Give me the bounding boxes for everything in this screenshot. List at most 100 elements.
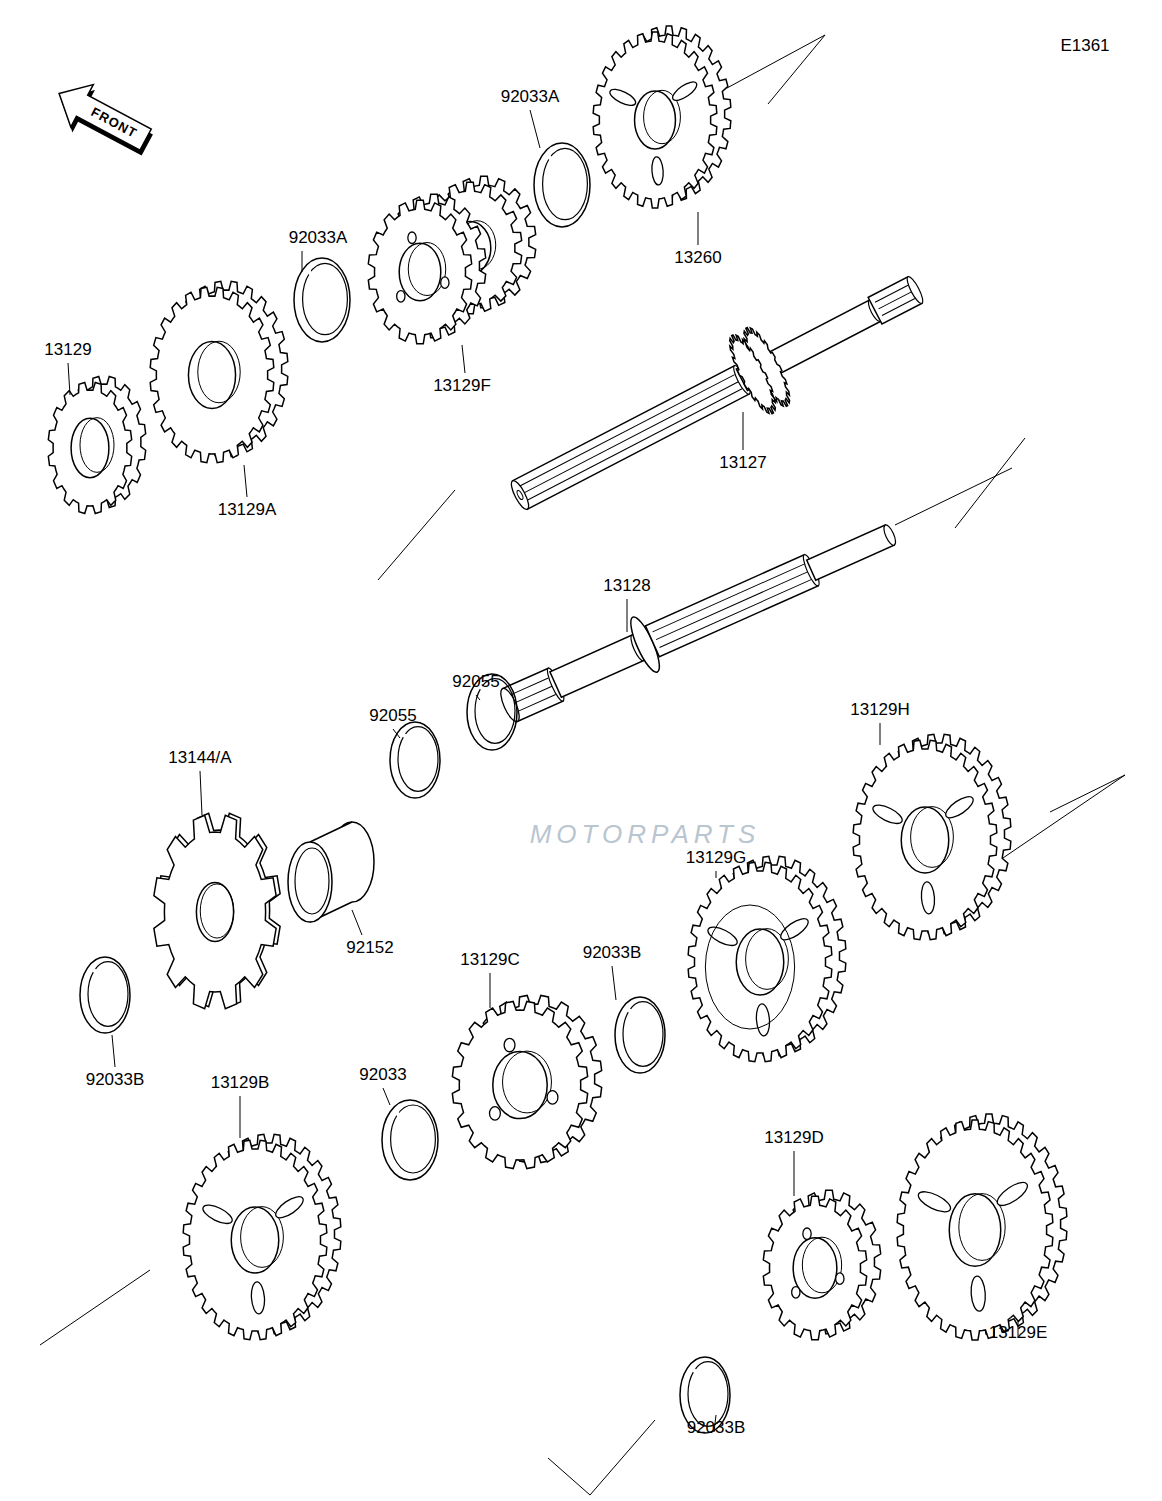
gear-slot (870, 801, 904, 827)
shaft-spline (520, 375, 735, 486)
gear-bore-inner (200, 884, 233, 938)
ring-gap (547, 155, 553, 160)
gear-slot (705, 923, 739, 949)
gear-bore (736, 929, 784, 995)
leader-line (627, 599, 628, 632)
leader-line (462, 345, 465, 373)
shaft-center-hole (516, 490, 524, 501)
shaft-spline (527, 389, 742, 500)
gear-bore (901, 807, 949, 873)
gear-slot (755, 1003, 770, 1036)
bushing-front (288, 842, 332, 922)
gear-face (452, 1001, 587, 1168)
gear-dog (489, 1107, 500, 1120)
gear-face (154, 815, 276, 1008)
part-number: 92033 (359, 1066, 406, 1085)
gear-bore (71, 418, 109, 477)
part-number: 13127 (719, 454, 766, 473)
gear-bore (231, 1207, 279, 1273)
sprocket-13144 (154, 813, 280, 1008)
shaft-end (497, 686, 523, 724)
part-number: 13129A (218, 501, 277, 520)
leader-line (743, 412, 744, 450)
circlip (615, 997, 665, 1073)
gear-bore (196, 883, 233, 942)
circlip (382, 1100, 438, 1180)
part-number: 92033B (687, 1419, 746, 1438)
shaft-section (807, 525, 894, 580)
ring-outer (534, 143, 590, 227)
part-number: 92033B (583, 944, 642, 963)
shaft-section (645, 555, 818, 657)
shaft-spline (882, 299, 915, 316)
o-ring (390, 722, 440, 798)
circlip (80, 957, 130, 1033)
part-number: 92033B (86, 1071, 145, 1090)
gear-dog (792, 1287, 800, 1299)
leader-line (393, 729, 400, 738)
part-number: 13260 (674, 249, 721, 268)
ring-gap (395, 1111, 401, 1116)
shaft-end (905, 275, 926, 305)
gear-13129A (150, 281, 288, 462)
axis-line (1050, 775, 1125, 812)
leader-line (383, 1088, 390, 1105)
ring-gap (626, 1008, 631, 1013)
part-number: 13129E (989, 1324, 1048, 1343)
gear-bore (399, 243, 441, 301)
shaft-spline (879, 292, 912, 309)
axis-line (40, 1270, 150, 1345)
ring-inner (391, 1105, 436, 1173)
ring-inner (623, 1002, 663, 1067)
shaft-gear (722, 330, 784, 419)
shaft-spline (660, 580, 812, 648)
leader-line (612, 966, 616, 1000)
gear-13129H (853, 734, 1011, 939)
leader-line (698, 212, 699, 245)
gear-13129E (897, 1114, 1067, 1340)
gear-face (688, 862, 832, 1061)
ring-inner (398, 727, 438, 792)
leader-line (68, 363, 70, 395)
gear-face (368, 200, 471, 344)
gear-slot (920, 881, 935, 914)
part-number: 13129B (211, 1074, 270, 1093)
part-number: 13129C (460, 951, 520, 970)
axis-line (895, 468, 1012, 525)
gear-13129 (48, 377, 145, 514)
axis-line (1000, 775, 1125, 860)
shaft-spline (653, 564, 805, 632)
axis-line (768, 35, 825, 104)
leader-line (476, 695, 480, 700)
shaft-spline (875, 285, 908, 302)
gear-face (150, 287, 274, 462)
gear-bore-inner (503, 1051, 552, 1113)
part-number: 92055 (369, 707, 416, 726)
ring-outer (80, 957, 130, 1033)
gear-bore-inner (80, 418, 114, 473)
part-number: 92033A (501, 88, 560, 107)
part-number: 13129D (764, 1129, 824, 1148)
gear-face (763, 1196, 866, 1340)
gear-dog (803, 1228, 811, 1240)
part-number: 92055 (452, 673, 499, 692)
part-number: 92033A (289, 229, 348, 248)
ring-inner (303, 263, 348, 334)
leader-line (112, 1035, 115, 1067)
gear-13260 (593, 26, 731, 208)
axis-line (590, 1420, 655, 1495)
shaft-spline (514, 686, 552, 703)
shaft-spline (524, 382, 739, 493)
gear-13129B (183, 1134, 341, 1339)
gear-slot (608, 86, 638, 108)
bushing-bore (295, 848, 329, 914)
gear-dog (397, 291, 405, 303)
axis-line (548, 1458, 590, 1495)
gear-face (183, 1140, 327, 1339)
part-number: 13129H (850, 701, 910, 720)
gear-dog (836, 1273, 844, 1285)
shaft-end (882, 523, 898, 546)
gear-face (897, 1120, 1053, 1340)
ring-outer (615, 997, 665, 1073)
